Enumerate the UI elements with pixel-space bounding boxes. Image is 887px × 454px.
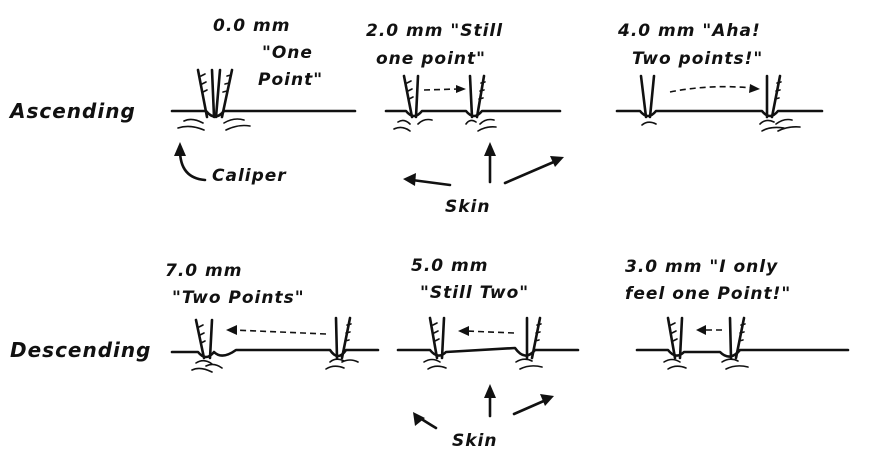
panel-d3-line2: feel one Point!": [625, 284, 791, 304]
caliper-tip-right: [214, 68, 234, 119]
caliper-tip-left: [666, 316, 684, 360]
panel-a3-line1: 4.0 mm "Aha!: [617, 21, 761, 41]
panel-d1-drawing: [170, 316, 380, 373]
caliper-tip-left: [639, 74, 656, 119]
panel-a3-drawing: [615, 74, 824, 132]
skin-compression-marks: [177, 118, 251, 131]
panel-a1-quote-line1: "One: [262, 43, 313, 63]
caliper-closing-arrow: [233, 329, 327, 335]
skin-compression-marks: [191, 358, 359, 373]
skin-compression-marks: [423, 358, 543, 370]
caliper-closing-arrow: [465, 330, 515, 334]
panel-a2-drawing: [384, 74, 562, 132]
skin-surface-line: [396, 346, 580, 357]
caliper-tip-right: [765, 74, 782, 119]
panel-d2-drawing: [396, 316, 580, 370]
caliper-pointer-arrow: [174, 142, 207, 182]
panel-a3-line2: Two points!": [632, 49, 763, 69]
skin-label-bottom: Skin: [452, 431, 497, 451]
skin-arrows-top: [403, 142, 564, 187]
descending-row-label: Descending: [10, 338, 151, 362]
panel-a1-drawing: [170, 68, 357, 131]
caliper-label: Caliper: [212, 166, 287, 186]
caliper-tip-right: [728, 316, 746, 360]
panel-d2-line2: "Still Two": [420, 283, 529, 303]
skin-surface-line: [635, 348, 850, 358]
skin-surface-line: [615, 109, 824, 118]
skin-compression-marks: [663, 358, 749, 370]
skin-label-top: Skin: [445, 197, 490, 217]
panel-a1-quote-line2: Point": [258, 70, 323, 90]
panel-d3-line1: 3.0 mm "I only: [625, 257, 778, 277]
panel-a2-line2: one point": [376, 49, 486, 69]
caliper-spread-arrow: [423, 88, 459, 91]
caliper-spread-arrow: [669, 85, 753, 93]
caliper-tip-left: [194, 318, 214, 360]
ascending-row-label: Ascending: [8, 99, 136, 123]
panel-a1-distance: 0.0 mm: [213, 16, 290, 36]
caliper-tip-right: [468, 74, 486, 119]
skin-compression-marks: [393, 118, 497, 132]
panel-d3-drawing: [635, 316, 850, 370]
skin-arrows-bottom: [413, 384, 554, 430]
skin-surface-line: [170, 109, 357, 118]
caliper-tip-left: [196, 68, 216, 119]
panel-d1-line1: 7.0 mm: [165, 261, 242, 281]
panel-d1-line2: "Two Points": [172, 288, 305, 308]
panel-d2-line1: 5.0 mm: [411, 256, 488, 276]
panel-a2-line1: 2.0 mm "Still: [366, 21, 503, 41]
skin-compression-marks: [641, 118, 801, 132]
caliper-tip-right: [525, 316, 542, 360]
caliper-tip-left: [402, 74, 420, 119]
caliper-tip-right: [334, 316, 352, 360]
caliper-tip-left: [428, 316, 446, 360]
